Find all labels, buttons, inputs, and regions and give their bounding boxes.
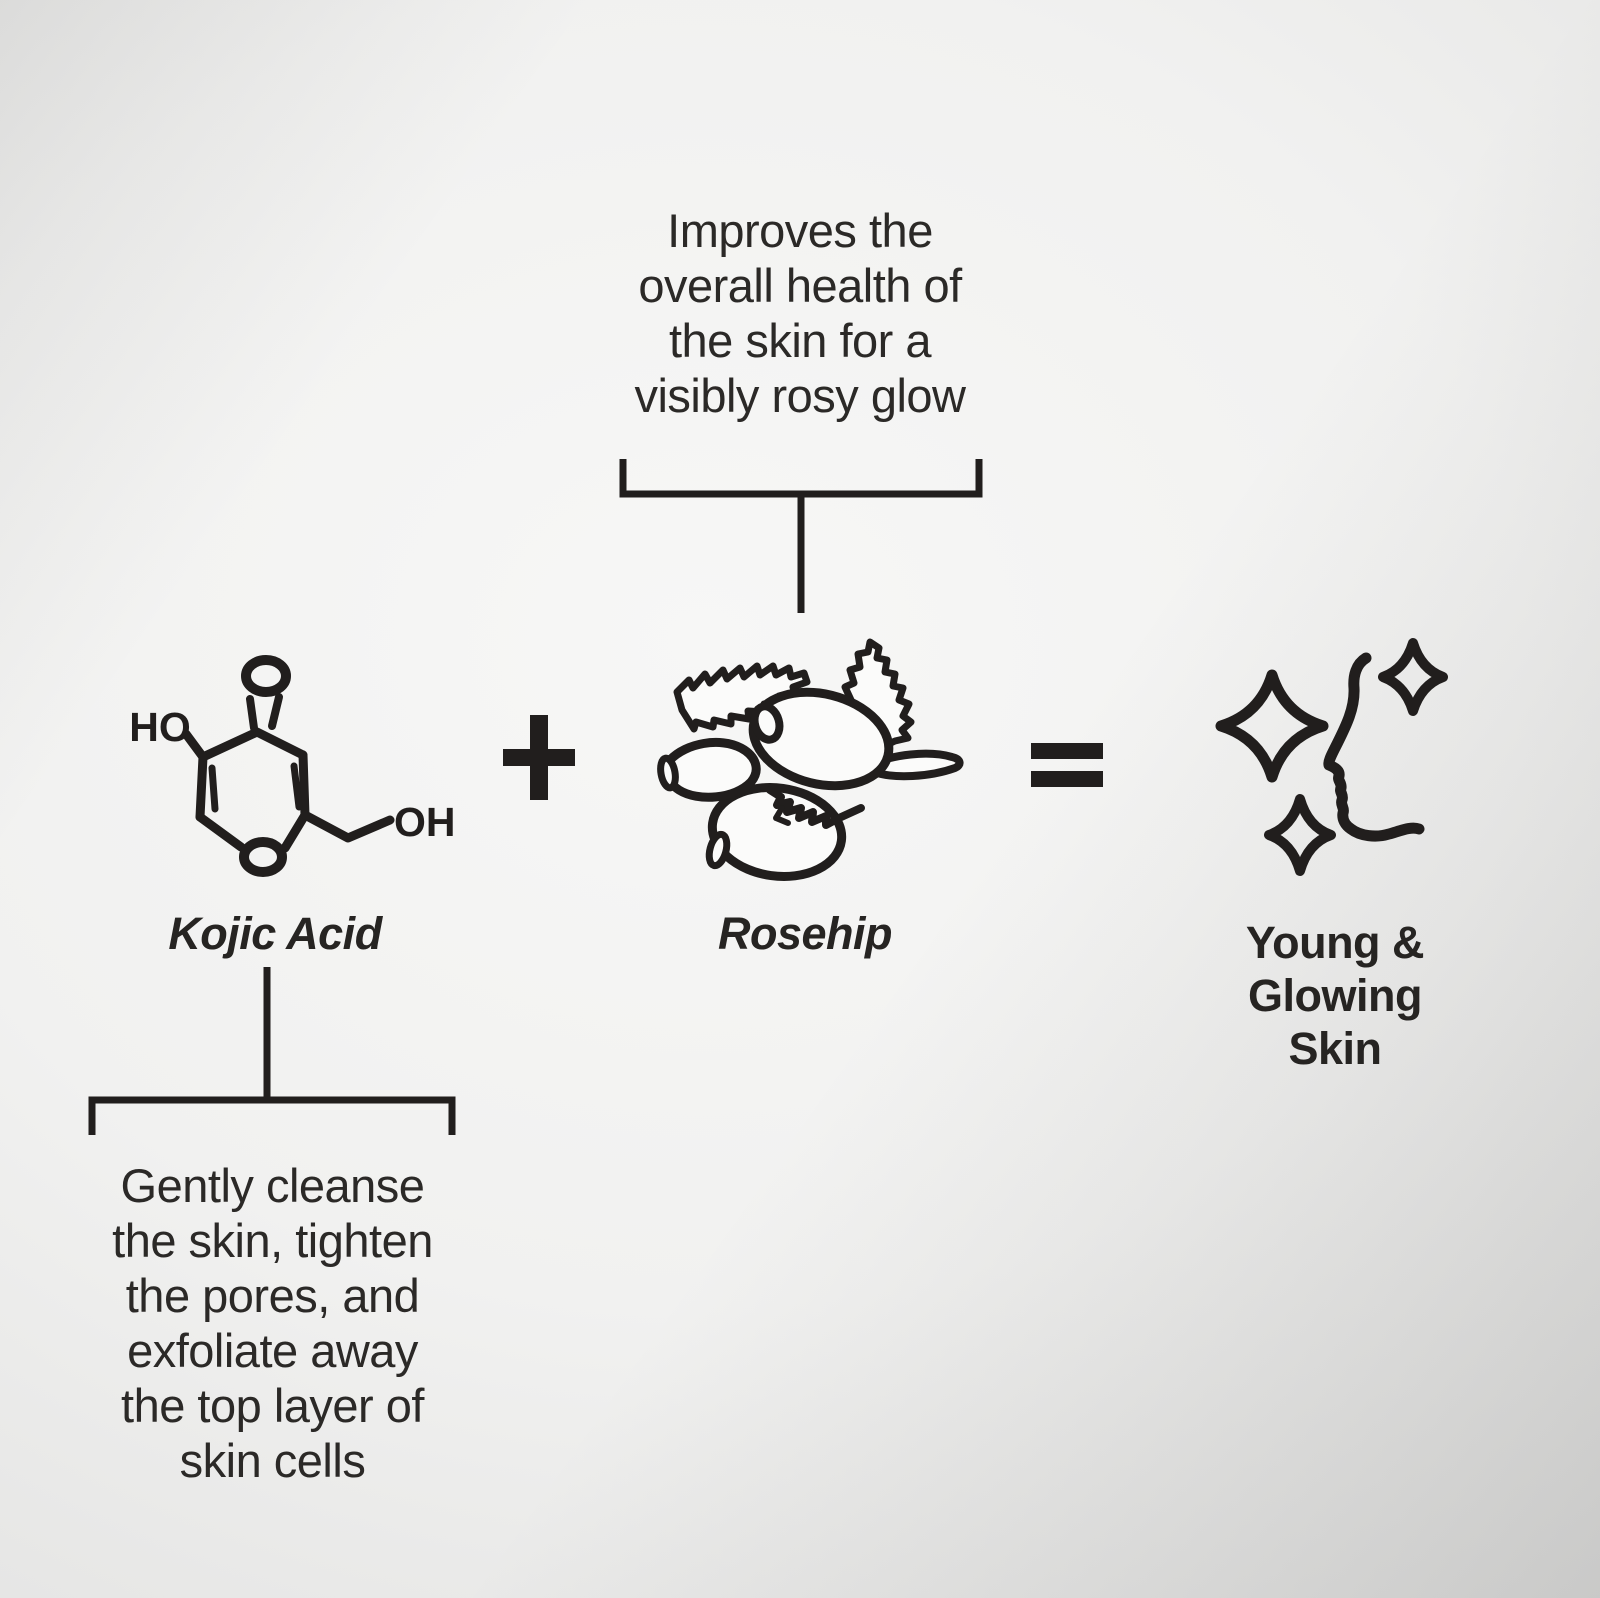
- note-line: Gently cleanse: [120, 1159, 425, 1212]
- glowing-face-icon: [1215, 638, 1448, 876]
- note-line: the pores, and: [125, 1269, 420, 1322]
- result-label: Young & Glowing Skin: [1135, 916, 1535, 1075]
- sparkle-icon: [1215, 669, 1329, 783]
- rosehip-benefit-note: Improves the overall health of the skin …: [500, 203, 1100, 423]
- kojic-acid-molecule-icon: HO OH: [129, 655, 456, 877]
- sparkle-icon: [1264, 794, 1336, 876]
- carbonyl-oxygen-atom: [241, 655, 291, 697]
- result-line: Glowing: [1248, 970, 1422, 1021]
- hydroxyl-right-label: OH: [394, 799, 456, 845]
- note-line: visibly rosy glow: [634, 369, 966, 422]
- kojic-bracket-connector: [88, 967, 456, 1135]
- note-line: Improves the: [667, 204, 933, 257]
- kojic-benefit-note: Gently cleanse the skin, tighten the por…: [60, 1158, 485, 1488]
- rosehip-label: Rosehip: [717, 908, 893, 959]
- note-line: the top layer of: [121, 1379, 424, 1432]
- equals-operator: [1031, 743, 1103, 787]
- plus-operator: [503, 715, 575, 800]
- hydroxyl-left-label: HO: [129, 704, 191, 750]
- face-profile-outline: [1323, 652, 1425, 842]
- note-line: the skin for a: [668, 314, 932, 367]
- note-line: the skin, tighten: [112, 1214, 433, 1267]
- result-line: Young &: [1245, 917, 1425, 968]
- rosehip-bracket-connector: [619, 459, 983, 613]
- note-line: skin cells: [179, 1434, 366, 1487]
- sparkle-icon: [1378, 638, 1448, 716]
- note-line: exfoliate away: [127, 1324, 418, 1377]
- rosehip-fruit-icon: [657, 638, 964, 882]
- result-line: Skin: [1288, 1023, 1382, 1074]
- note-line: overall health of: [638, 259, 962, 312]
- kojic-acid-label: Kojic Acid: [168, 908, 382, 959]
- ring-oxygen-atom: [239, 837, 287, 877]
